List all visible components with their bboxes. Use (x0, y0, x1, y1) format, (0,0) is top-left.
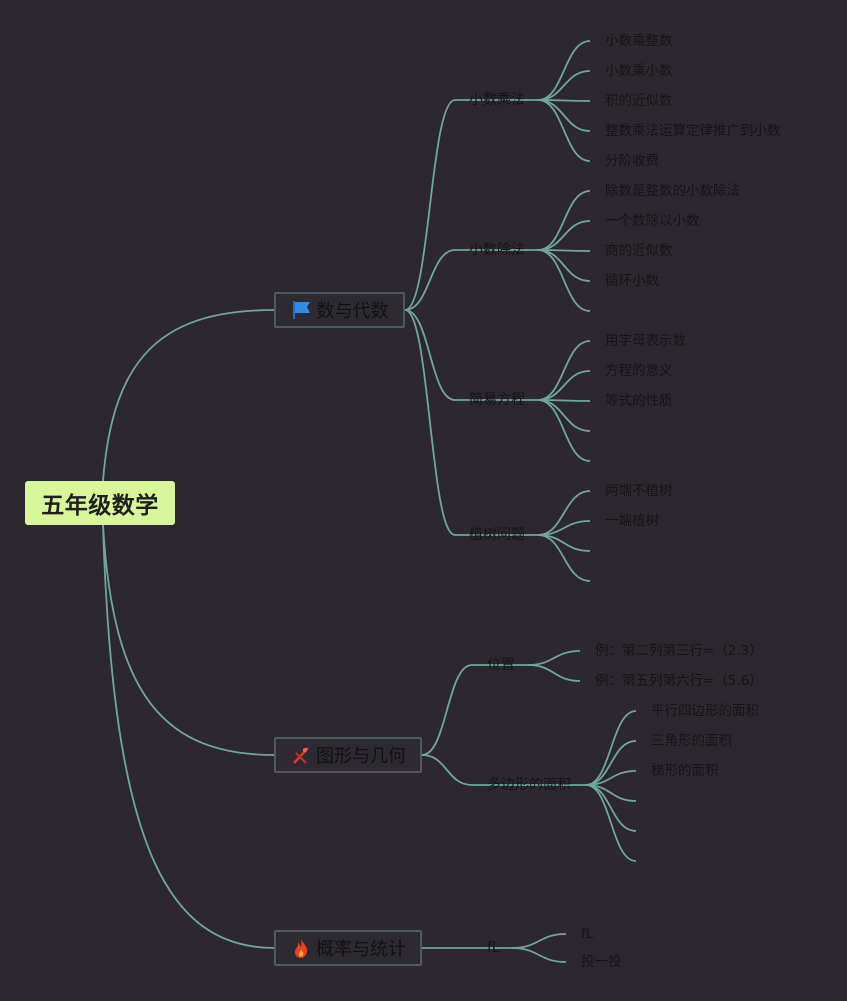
leaf-item[interactable]: 两端不植树 (605, 483, 673, 499)
leaf-connector (511, 947, 567, 963)
leaf-item[interactable]: 投一投 (581, 954, 622, 970)
root-title: 五年级数学 (41, 493, 159, 519)
leaf-item[interactable]: 梯形的面积 (651, 763, 719, 779)
root-connector (102, 524, 276, 949)
branch-connector (404, 249, 456, 311)
leaf-connector (537, 99, 591, 162)
topic-polygon-area[interactable]: 多边形的面积 (487, 777, 571, 793)
leaf-item[interactable]: 方程的意义 (605, 363, 673, 379)
branch-label: 概率与统计 (316, 939, 406, 960)
leaf-connector (537, 220, 591, 251)
topic-decimal-multiplication[interactable]: 小数乘法 (469, 92, 525, 108)
leaf-connector (511, 933, 567, 949)
leaf-item[interactable]: 平行四边形的面积 (651, 703, 759, 719)
root-connector (102, 309, 276, 482)
leaf-item[interactable]: 分阶收费 (605, 153, 659, 169)
topic-simple-equations[interactable]: 简易方程 (469, 392, 525, 408)
leaf-item[interactable]: 用字母表示数 (605, 333, 686, 349)
leaf-connector (537, 249, 591, 312)
branch-label: 图形与几何 (316, 746, 406, 767)
leaf-connector (527, 664, 581, 682)
root-node[interactable]: 五年级数学 (25, 481, 175, 525)
branch-connector (404, 99, 456, 311)
branch-connector (404, 309, 456, 536)
leaf-item[interactable]: fL (581, 926, 594, 942)
leaf-item[interactable]: 一个数除以小数 (605, 213, 700, 229)
leaf-connector (537, 399, 591, 432)
branch-connector (421, 664, 473, 756)
topic-position[interactable]: 位置 (487, 657, 515, 673)
leaf-item[interactable]: 一端植树 (605, 513, 659, 529)
leaf-item[interactable]: 积的近似数 (605, 93, 673, 109)
branch-connector (404, 309, 456, 401)
leaf-item[interactable]: 等式的性质 (605, 393, 673, 409)
leaf-connector (585, 784, 637, 862)
leaf-connector (585, 710, 637, 786)
leaf-item[interactable]: 循环小数 (605, 273, 659, 289)
branch-connector (421, 754, 473, 786)
topic-tree-planting[interactable]: 植树问题 (469, 527, 525, 543)
leaf-item[interactable]: 小数乘整数 (605, 33, 673, 49)
branch-geometry[interactable]: 图形与几何 (274, 737, 422, 773)
fire-icon (290, 937, 312, 959)
root-connector (102, 524, 276, 756)
leaf-connector (537, 99, 591, 132)
topic-fl[interactable]: fL (487, 940, 500, 956)
leaf-item[interactable]: 商的近似数 (605, 243, 673, 259)
leaf-item[interactable]: 三角形的面积 (651, 733, 732, 749)
topic-decimal-division[interactable]: 小数除法 (469, 242, 525, 258)
branch-probability-statistics[interactable]: 概率与统计 (274, 930, 422, 966)
leaf-connector (537, 249, 591, 282)
leaf-item[interactable]: 例：第二列第三行=（2.3） (595, 643, 763, 659)
leaf-connector (537, 190, 591, 251)
branch-number-algebra[interactable]: 数与代数 (274, 292, 405, 328)
leaf-connector (537, 399, 591, 462)
branch-label: 数与代数 (316, 301, 389, 322)
leaf-connector (537, 40, 591, 101)
leaf-item[interactable]: 例：第五列第六行=（5.6） (595, 673, 763, 689)
leaf-item[interactable]: 小数乘小数 (605, 63, 673, 79)
leaf-connector (537, 534, 591, 582)
blue-flag-icon (291, 299, 313, 321)
leaf-item[interactable]: 除数是整数的小数除法 (605, 183, 740, 199)
geometry-tools-icon (290, 744, 312, 766)
leaf-connector (537, 340, 591, 401)
leaf-connector (537, 70, 591, 101)
leaf-item[interactable]: 整数乘法运算定律推广到小数 (605, 123, 781, 139)
leaf-connector (537, 370, 591, 401)
leaf-connector (527, 650, 581, 666)
